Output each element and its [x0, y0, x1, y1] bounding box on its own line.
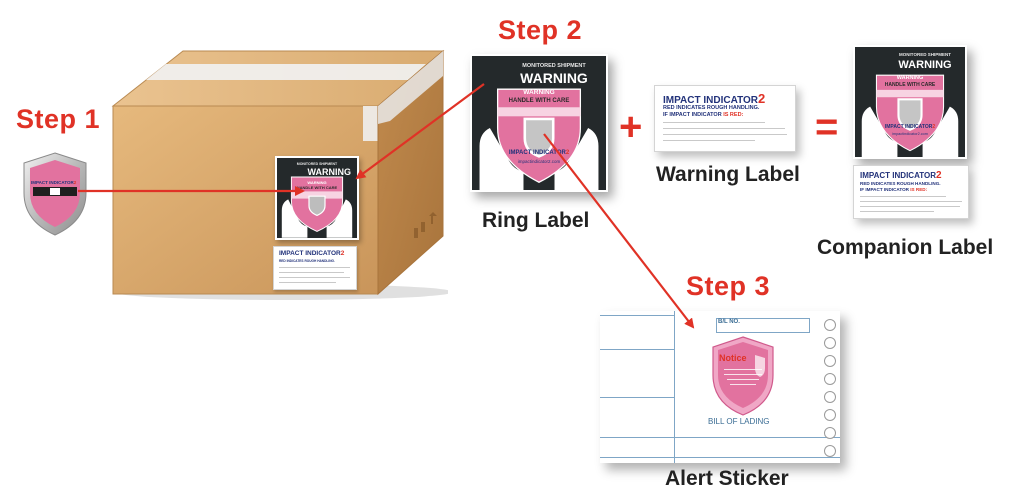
companion-ring-brand: IMPACT INDICATOR	[884, 124, 933, 130]
companion-line2-suffix: IS RED:	[910, 187, 928, 192]
badge-brand: IMPACT INDICATOR	[31, 180, 74, 185]
ring-label: MONITORED SHIPMENT WARNING WARNING HANDL…	[470, 54, 608, 192]
box-ring-monitored: MONITORED SHIPMENT	[296, 162, 338, 166]
ring-shield-warning: WARNING	[523, 89, 555, 96]
companion-brand: IMPACT INDICATOR	[860, 171, 936, 180]
step-2-label: Step 2	[498, 15, 583, 45]
ring-brand-mark: 2	[565, 150, 570, 156]
bill-of-lading: B/L NO. Notice BILL OF LADING	[600, 311, 840, 463]
companion-line1: RED INDICATES ROUGH HANDLING.	[860, 181, 941, 186]
bill-of-lading-title: BILL OF LADING	[708, 417, 770, 426]
box-warning-line1: RED INDICATES ROUGH HANDLING.	[279, 259, 335, 263]
badge-brand-mark: 2	[73, 180, 77, 185]
alert-sticker-caption: Alert Sticker	[665, 467, 789, 490]
companion-handle-with-care: HANDLE WITH CARE	[884, 82, 936, 88]
impact-indicator-badge: IMPACT INDICATOR2	[20, 151, 90, 237]
companion-line2-prefix: IF IMPACT INDICATOR	[860, 187, 909, 192]
companion-website: impactindicator2.com	[892, 132, 928, 136]
warning-brand: IMPACT INDICATOR	[663, 95, 758, 106]
shield-icon	[23, 152, 87, 236]
companion-ring-brand-mark: 2	[932, 124, 936, 130]
companion-warning-title: WARNING	[898, 59, 952, 71]
shield-icon	[712, 336, 774, 416]
companion-brand-mark: 2	[936, 170, 942, 181]
ring-website: impactindicator2.com	[517, 159, 561, 164]
companion-ring-label: MONITORED SHIPMENT WARNING WARNING HANDL…	[853, 45, 967, 159]
warning-line2-suffix: IS RED:	[723, 112, 744, 118]
ring-brand: IMPACT INDICATOR	[508, 150, 566, 156]
box-ring-warning-title: WARNING	[307, 167, 352, 177]
warning-label: IMPACT INDICATOR2 RED INDICATES ROUGH HA…	[654, 85, 796, 152]
box-warning-brand-mark: 2	[340, 250, 345, 257]
step-1-label: Step 1	[16, 104, 101, 134]
step-3-label: Step 3	[686, 271, 771, 301]
warning-line2-prefix: IF IMPACT INDICATOR	[663, 112, 722, 118]
box-ring-handle-with-care: HANDLE WITH CARE	[296, 185, 338, 190]
box-ring-label: MONITORED SHIPMENT WARNING WARNING HANDL…	[275, 156, 359, 240]
notice-text: Notice	[719, 353, 747, 363]
box-ring-shield-warning: WARNING	[307, 180, 327, 185]
ring-monitored: MONITORED SHIPMENT	[522, 63, 586, 69]
hands-icon	[861, 74, 959, 157]
companion-warning-label: IMPACT INDICATOR2 RED INDICATES ROUGH HA…	[853, 165, 969, 219]
companion-monitored: MONITORED SHIPMENT	[899, 52, 951, 57]
ring-handle-with-care: HANDLE WITH CARE	[508, 98, 570, 104]
warning-line1: RED INDICATES ROUGH HANDLING.	[663, 105, 760, 111]
companion-label-caption: Companion Label	[817, 236, 994, 259]
ring-warning-title: WARNING	[520, 70, 588, 86]
equals-sign: =	[815, 105, 839, 149]
plus-sign: +	[619, 105, 643, 149]
box-warning-brand: IMPACT INDICATOR	[279, 250, 341, 257]
bill-number-label: B/L NO.	[718, 319, 740, 325]
warning-brand-mark: 2	[758, 91, 766, 106]
ring-label-caption: Ring Label	[482, 209, 590, 232]
companion-shield-warning: WARNING	[896, 75, 924, 81]
box-warning-label: IMPACT INDICATOR2 RED INDICATES ROUGH HA…	[273, 246, 357, 290]
warning-label-caption: Warning Label	[656, 163, 800, 186]
